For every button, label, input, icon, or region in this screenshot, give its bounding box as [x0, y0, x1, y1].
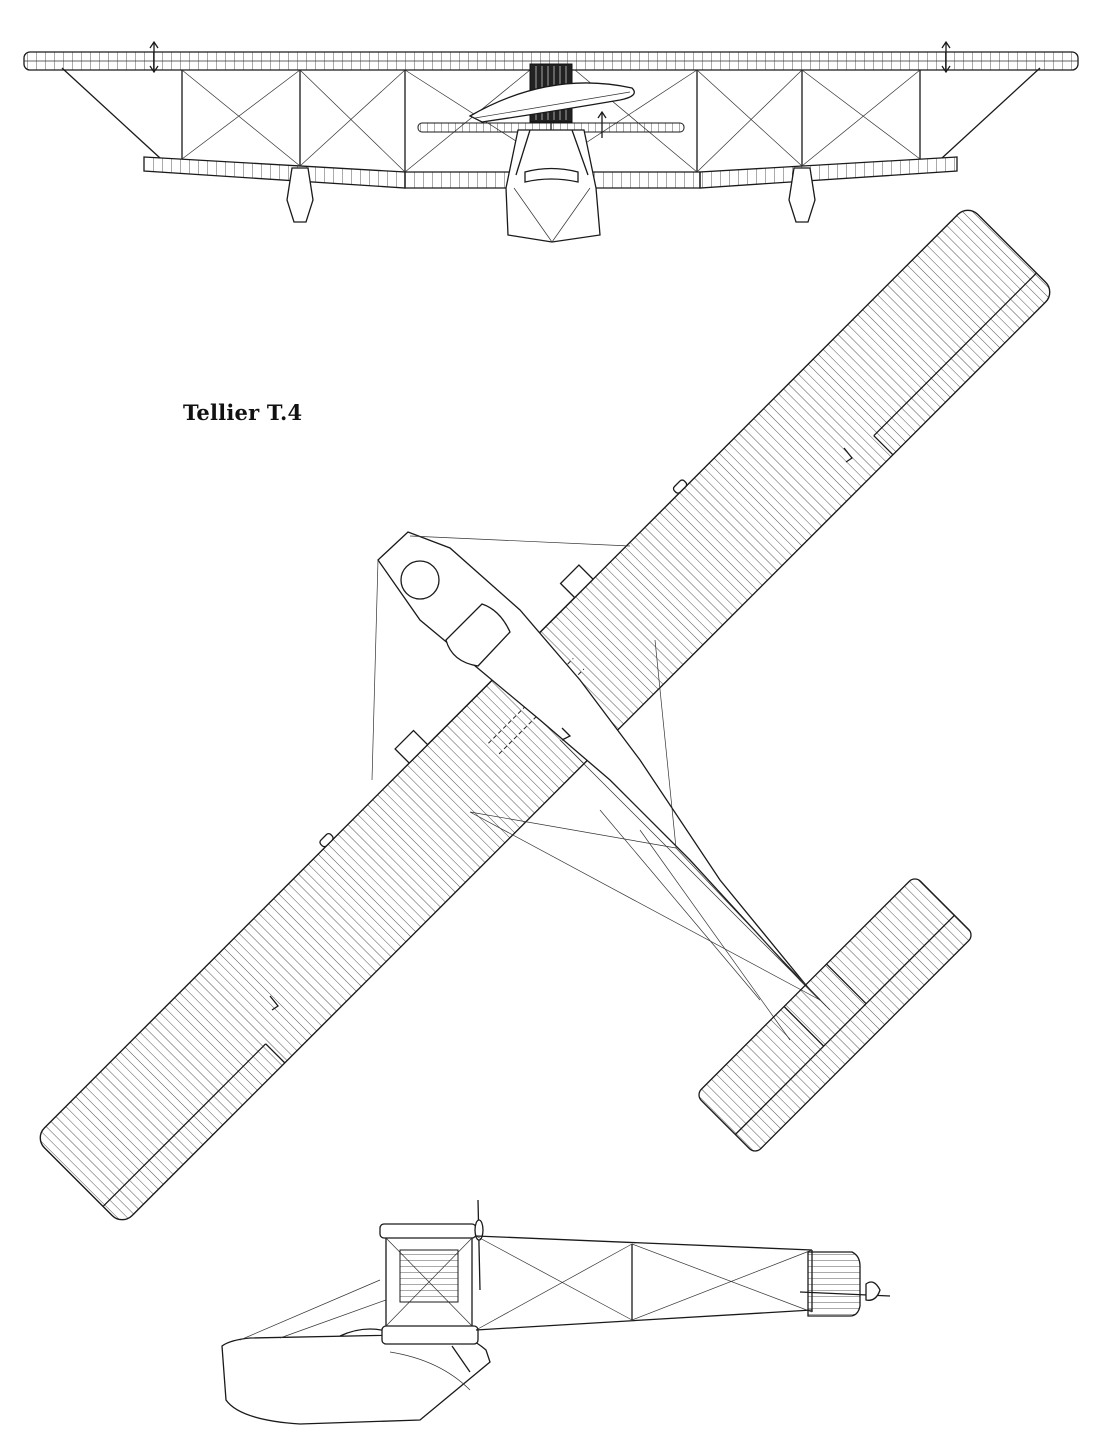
plan-bracing-cables — [371, 535, 831, 1041]
side-tail-boom — [239, 1235, 813, 1341]
front-struts — [61, 67, 1041, 172]
plan-hull — [377, 531, 821, 1001]
plan-tailplane — [698, 878, 972, 1152]
front-control-horns — [149, 40, 951, 138]
front-view — [23, 40, 1079, 243]
side-view — [221, 1199, 891, 1425]
side-wing-cellule — [379, 1223, 479, 1345]
side-hull — [221, 1328, 491, 1425]
front-engine — [468, 63, 635, 150]
front-upper-wing — [23, 51, 1079, 71]
plan-aileron-marks — [269, 447, 853, 1011]
front-wing-floats — [286, 167, 816, 223]
drawing-title: Tellier T.4 — [183, 400, 303, 425]
side-propeller — [474, 1199, 484, 1291]
plan-view — [39, 209, 1051, 1221]
side-tail — [799, 1251, 891, 1317]
front-hull — [505, 129, 601, 243]
